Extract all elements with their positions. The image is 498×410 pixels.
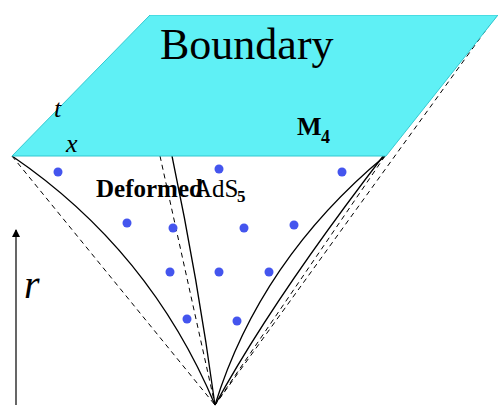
- boundary-plane: Boundary: [10, 15, 498, 157]
- diagram-label: t: [54, 96, 61, 122]
- axes-arrows: [16, 128, 62, 405]
- diagram-label: r: [24, 265, 40, 305]
- diagram-label: M: [297, 114, 322, 140]
- diagram-label: Deformed: [96, 176, 203, 201]
- bulk-dots: [54, 165, 347, 326]
- diagram-label: x: [66, 131, 78, 157]
- diagram-label: 4: [321, 128, 330, 146]
- diagram-label: AdS: [194, 176, 238, 201]
- boundary-label: Boundary: [160, 23, 334, 67]
- diagram-label: 5: [237, 188, 246, 205]
